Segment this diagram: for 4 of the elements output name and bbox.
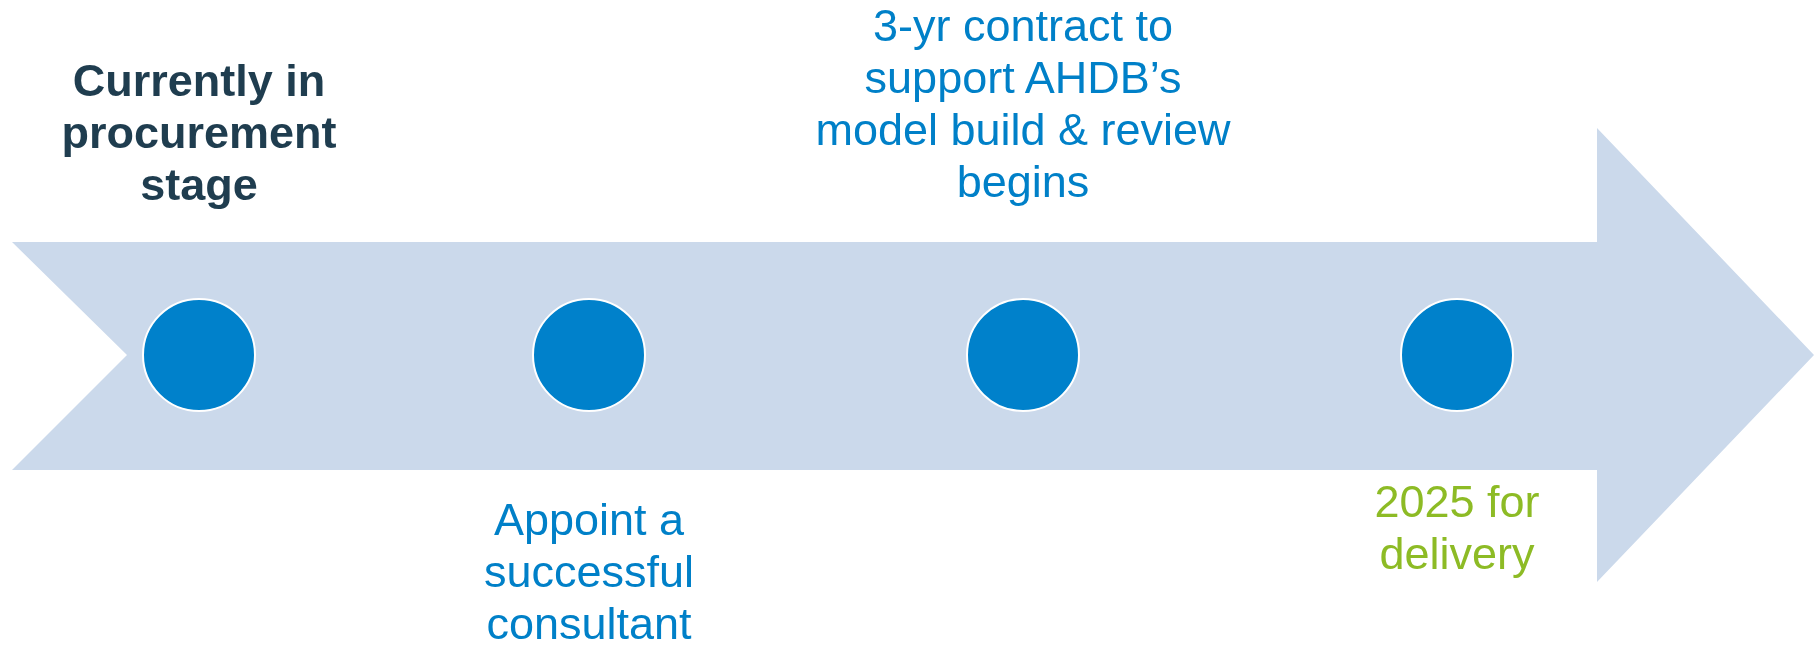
milestone-label: 2025 for delivery — [1373, 476, 1541, 580]
milestone-label: Appoint a successful consultant — [482, 494, 696, 650]
milestone-label: Currently in procurement stage — [60, 55, 338, 211]
milestone-label: 3-yr contract to support AHDB’s model build & review begins — [814, 0, 1232, 208]
